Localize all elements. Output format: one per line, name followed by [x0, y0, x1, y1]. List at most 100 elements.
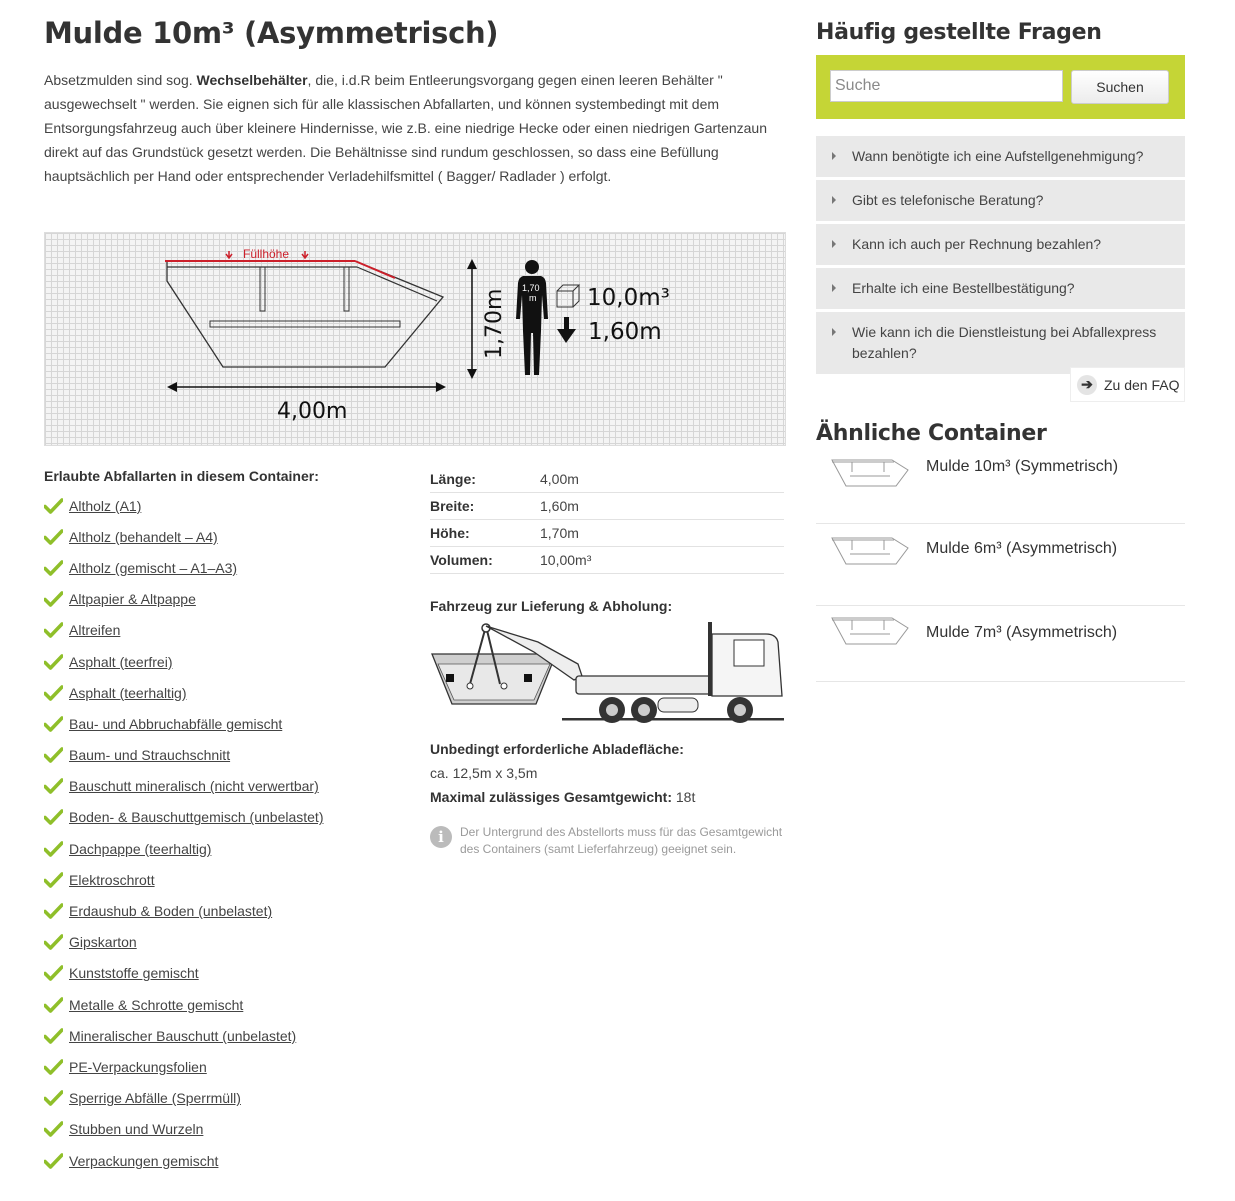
unloading-area-heading: Unbedingt erforderliche Abladefläche: [430, 741, 684, 757]
waste-type-item: Gipskarton [44, 927, 323, 958]
checkmark-icon [44, 528, 63, 545]
fill-arrow-left-icon [225, 251, 233, 260]
product-description: Absetzmulden sind sog. Wechselbehälter, … [44, 68, 779, 188]
chevron-right-icon [832, 328, 836, 336]
waste-type-link[interactable]: Kunststoffe gemischt [69, 965, 199, 982]
waste-type-item: Mineralischer Bauschutt (unbelastet) [44, 1020, 323, 1051]
spec-row: Breite: 1,60m [430, 493, 784, 520]
waste-type-link[interactable]: Altholz (behandelt – A4) [69, 528, 218, 545]
checkmark-icon [44, 560, 63, 576]
max-weight-label: Maximal zulässiges Gesamtgewicht: [430, 789, 672, 805]
waste-type-item: Asphalt (teerfrei) [44, 646, 323, 677]
waste-type-item: Altholz (behandelt – A4) [44, 521, 323, 552]
chevron-right-icon [832, 196, 836, 204]
checkmark-icon [44, 840, 63, 857]
similar-container-item[interactable]: Mulde 7m³ (Asymmetrisch) [816, 606, 1185, 682]
checkmark-icon [44, 872, 63, 888]
waste-type-link[interactable]: Altholz (A1) [69, 497, 142, 514]
description-text-2: , die, i.d.R beim Entleerungsvorgang geg… [44, 72, 767, 184]
waste-type-link[interactable]: Metalle & Schrotte gemischt [69, 996, 244, 1013]
waste-type-link[interactable]: Sperrige Abfälle (Sperrmüll) [69, 1090, 241, 1107]
spec-label: Breite: [430, 498, 475, 514]
spec-value: 1,60m [540, 498, 579, 514]
container-thumbnail-icon [831, 537, 909, 565]
waste-type-item: Baum- und Strauchschnitt [44, 740, 323, 771]
checkmark-icon [44, 497, 63, 514]
checkmark-icon [44, 1090, 63, 1106]
waste-type-item: PE-Verpackungsfolien [44, 1051, 323, 1082]
spec-row: Höhe:1,70m [430, 520, 784, 547]
spec-row: Volumen:10,00m³ [430, 547, 784, 574]
spec-value: 10,00m³ [540, 552, 592, 568]
waste-type-link[interactable]: Erdaushub & Boden (unbelastet) [69, 903, 273, 920]
depth-label: 1,60m [588, 319, 662, 345]
waste-type-link[interactable]: Boden- & Bauschuttgemisch (unbelastet) [69, 809, 324, 826]
waste-type-link[interactable]: Altpapier & Altpappe [69, 591, 196, 608]
container-outline [166, 260, 445, 368]
chevron-right-icon [832, 152, 836, 160]
spec-label: Höhe: [430, 525, 470, 541]
checkmark-icon [44, 653, 63, 670]
waste-type-link[interactable]: Verpackungen gemischt [69, 1152, 219, 1169]
vehicle-heading: Fahrzeug zur Lieferung & Abholung: [430, 598, 673, 614]
spec-label: Länge: [430, 471, 476, 487]
faq-list: Wann benötigte ich eine Aufstellgenehmig… [816, 136, 1185, 377]
allowed-waste-heading: Erlaubte Abfallarten in diesem Container… [44, 468, 319, 484]
faq-search-button[interactable]: Suchen [1071, 70, 1169, 104]
container-thumbnail-icon [831, 459, 909, 487]
faq-item[interactable]: Kann ich auch per Rechnung bezahlen? [816, 224, 1185, 265]
height-arrow-down-icon [467, 369, 477, 379]
chevron-right-icon [832, 240, 836, 248]
person-height-label: 1,70 [522, 283, 540, 293]
faq-question: Wie kann ich die Dienstleistung bei Abfa… [852, 324, 1157, 361]
checkmark-icon [44, 622, 63, 639]
similar-container-label: Mulde 7m³ (Asymmetrisch) [926, 624, 1118, 641]
container-strut-right [343, 266, 350, 312]
max-weight-value: 18t [671, 789, 696, 805]
cube-icon [556, 284, 581, 308]
width-arrow-left-icon [167, 382, 177, 392]
waste-type-link[interactable]: PE-Verpackungsfolien [69, 1058, 207, 1075]
container-rail [209, 320, 401, 328]
info-icon: i [430, 826, 452, 848]
waste-type-link[interactable]: Stubben und Wurzeln [69, 1121, 204, 1138]
checkmark-icon [44, 778, 63, 795]
waste-type-link[interactable]: Baum- und Strauchschnitt [69, 747, 231, 764]
checkmark-icon [44, 965, 63, 982]
waste-type-link[interactable]: Mineralischer Bauschutt (unbelastet) [69, 1027, 297, 1044]
waste-type-item: Boden- & Bauschuttgemisch (unbelastet) [44, 802, 323, 833]
waste-type-link[interactable]: Asphalt (teerhaltig) [69, 684, 187, 701]
faq-question: Gibt es telefonische Beratung? [852, 192, 1044, 208]
info-text: Der Untergrund des Abstellorts muss für … [460, 825, 783, 856]
chevron-right-icon [832, 284, 836, 292]
waste-type-link[interactable]: Bauschutt mineralisch (nicht verwertbar) [69, 778, 319, 795]
volume-label: 10,0m³ [587, 285, 670, 311]
waste-type-item: Sperrige Abfälle (Sperrmüll) [44, 1083, 323, 1114]
faq-item[interactable]: Wie kann ich die Dienstleistung bei Abfa… [816, 312, 1185, 374]
allowed-waste-list: Altholz (A1) Altholz (behandelt – A4) Alth… [44, 490, 323, 1176]
faq-item[interactable]: Gibt es telefonische Beratung? [816, 180, 1185, 221]
faq-search-box: Suchen [816, 55, 1185, 119]
checkmark-icon [44, 1152, 63, 1169]
fill-arrow-right-icon [301, 251, 309, 260]
similar-container-label: Mulde 6m³ (Asymmetrisch) [926, 540, 1118, 557]
waste-type-link[interactable]: Dachpappe (teerhaltig) [69, 840, 212, 857]
waste-type-link[interactable]: Asphalt (teerfrei) [69, 653, 173, 670]
similar-container-item[interactable]: Mulde 6m³ (Asymmetrisch) [816, 524, 1185, 606]
faq-search-input[interactable] [830, 70, 1063, 102]
similar-container-item[interactable]: Mulde 10m³ (Symmetrisch) [816, 446, 1185, 524]
faq-item[interactable]: Wann benötigte ich eine Aufstellgenehmig… [816, 136, 1185, 177]
faq-item[interactable]: Erhalte ich eine Bestellbestätigung? [816, 268, 1185, 309]
waste-type-link[interactable]: Altholz (gemischt – A1–A3) [69, 559, 238, 576]
fill-height-line-slope [354, 260, 396, 279]
waste-type-item: Altreifen [44, 615, 323, 646]
waste-type-link[interactable]: Bau- und Abbruchabfälle gemischt [69, 715, 283, 732]
faq-link-button[interactable]: ➔ Zu den FAQ [1070, 367, 1185, 402]
faq-question: Kann ich auch per Rechnung bezahlen? [852, 236, 1102, 252]
waste-type-link[interactable]: Elektroschrott [69, 871, 155, 888]
info-note: i Der Untergrund des Abstellorts muss fü… [430, 824, 784, 858]
faq-question: Erhalte ich eine Bestellbestätigung? [852, 280, 1075, 296]
waste-type-link[interactable]: Altreifen [69, 622, 121, 639]
waste-type-link[interactable]: Gipskarton [69, 934, 137, 951]
